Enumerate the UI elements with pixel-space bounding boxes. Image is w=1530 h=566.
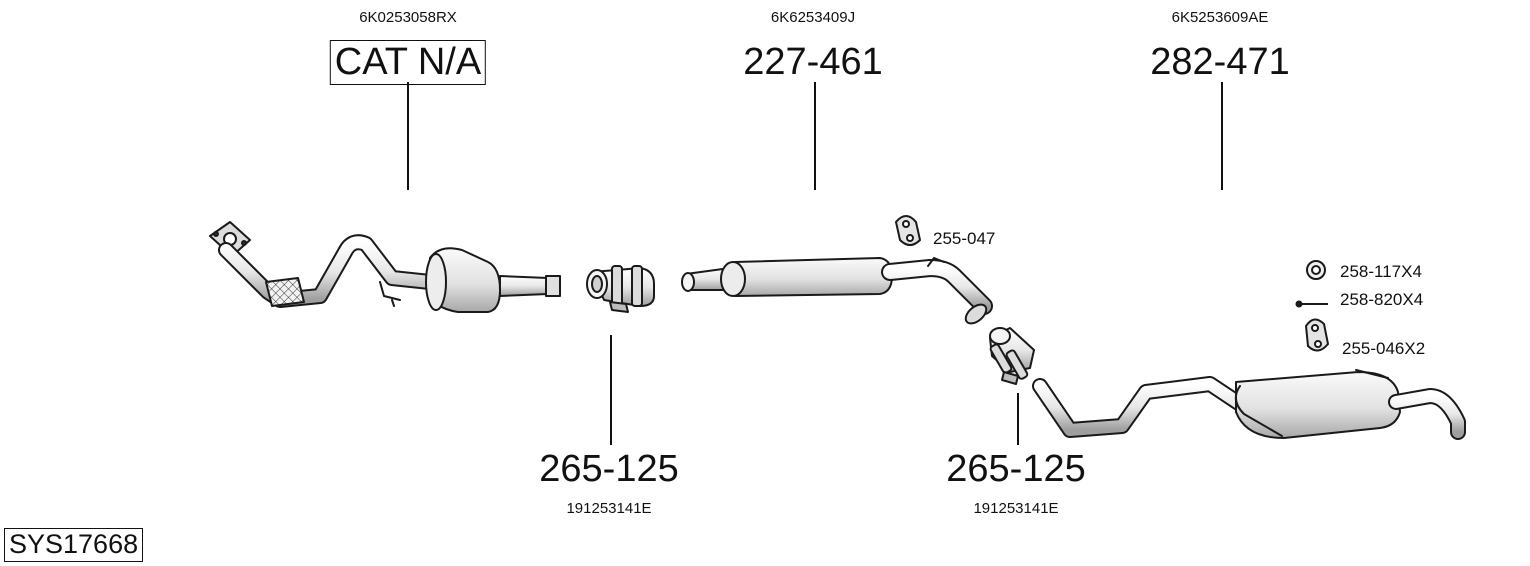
sealing-ring-icon (1306, 260, 1326, 280)
middle-silencer-part (681, 257, 993, 325)
middle-part-number: 227-461 (743, 41, 883, 83)
accessory-mount-number: 255-046X2 (1342, 339, 1426, 358)
clamp-2-part-number: 265-125 (946, 448, 1086, 490)
rubber-hanger-part (894, 215, 922, 246)
middle-oem-number: 6K6253409J (770, 9, 856, 26)
system-code: SYS17668 (4, 528, 144, 562)
rear-part-number: 282-471 (1150, 41, 1290, 83)
clamp-2-oem-number: 191253141E (973, 500, 1059, 517)
clamp-part-2 (989, 327, 1035, 385)
rubber-mount-icon (1304, 318, 1330, 352)
clamp-part-1 (586, 265, 655, 313)
accessory-hanger-number: 255-047 (933, 229, 996, 248)
rear-oem-number: 6K5253609AE (1171, 9, 1269, 26)
cat-oem-number: 6K0253058RX (359, 9, 457, 26)
accessory-bolt-number: 258-820X4 (1340, 290, 1424, 309)
clamp-1-oem-number: 191253141E (566, 500, 652, 517)
bolt-icon (1295, 300, 1328, 308)
clamp-1-part-number: 265-125 (539, 448, 679, 490)
cat-part-number: CAT N/A (329, 40, 487, 85)
catalytic-converter-part (209, 221, 561, 313)
rear-silencer-part (1032, 369, 1466, 440)
accessory-ring-number: 258-117X4 (1340, 262, 1422, 281)
